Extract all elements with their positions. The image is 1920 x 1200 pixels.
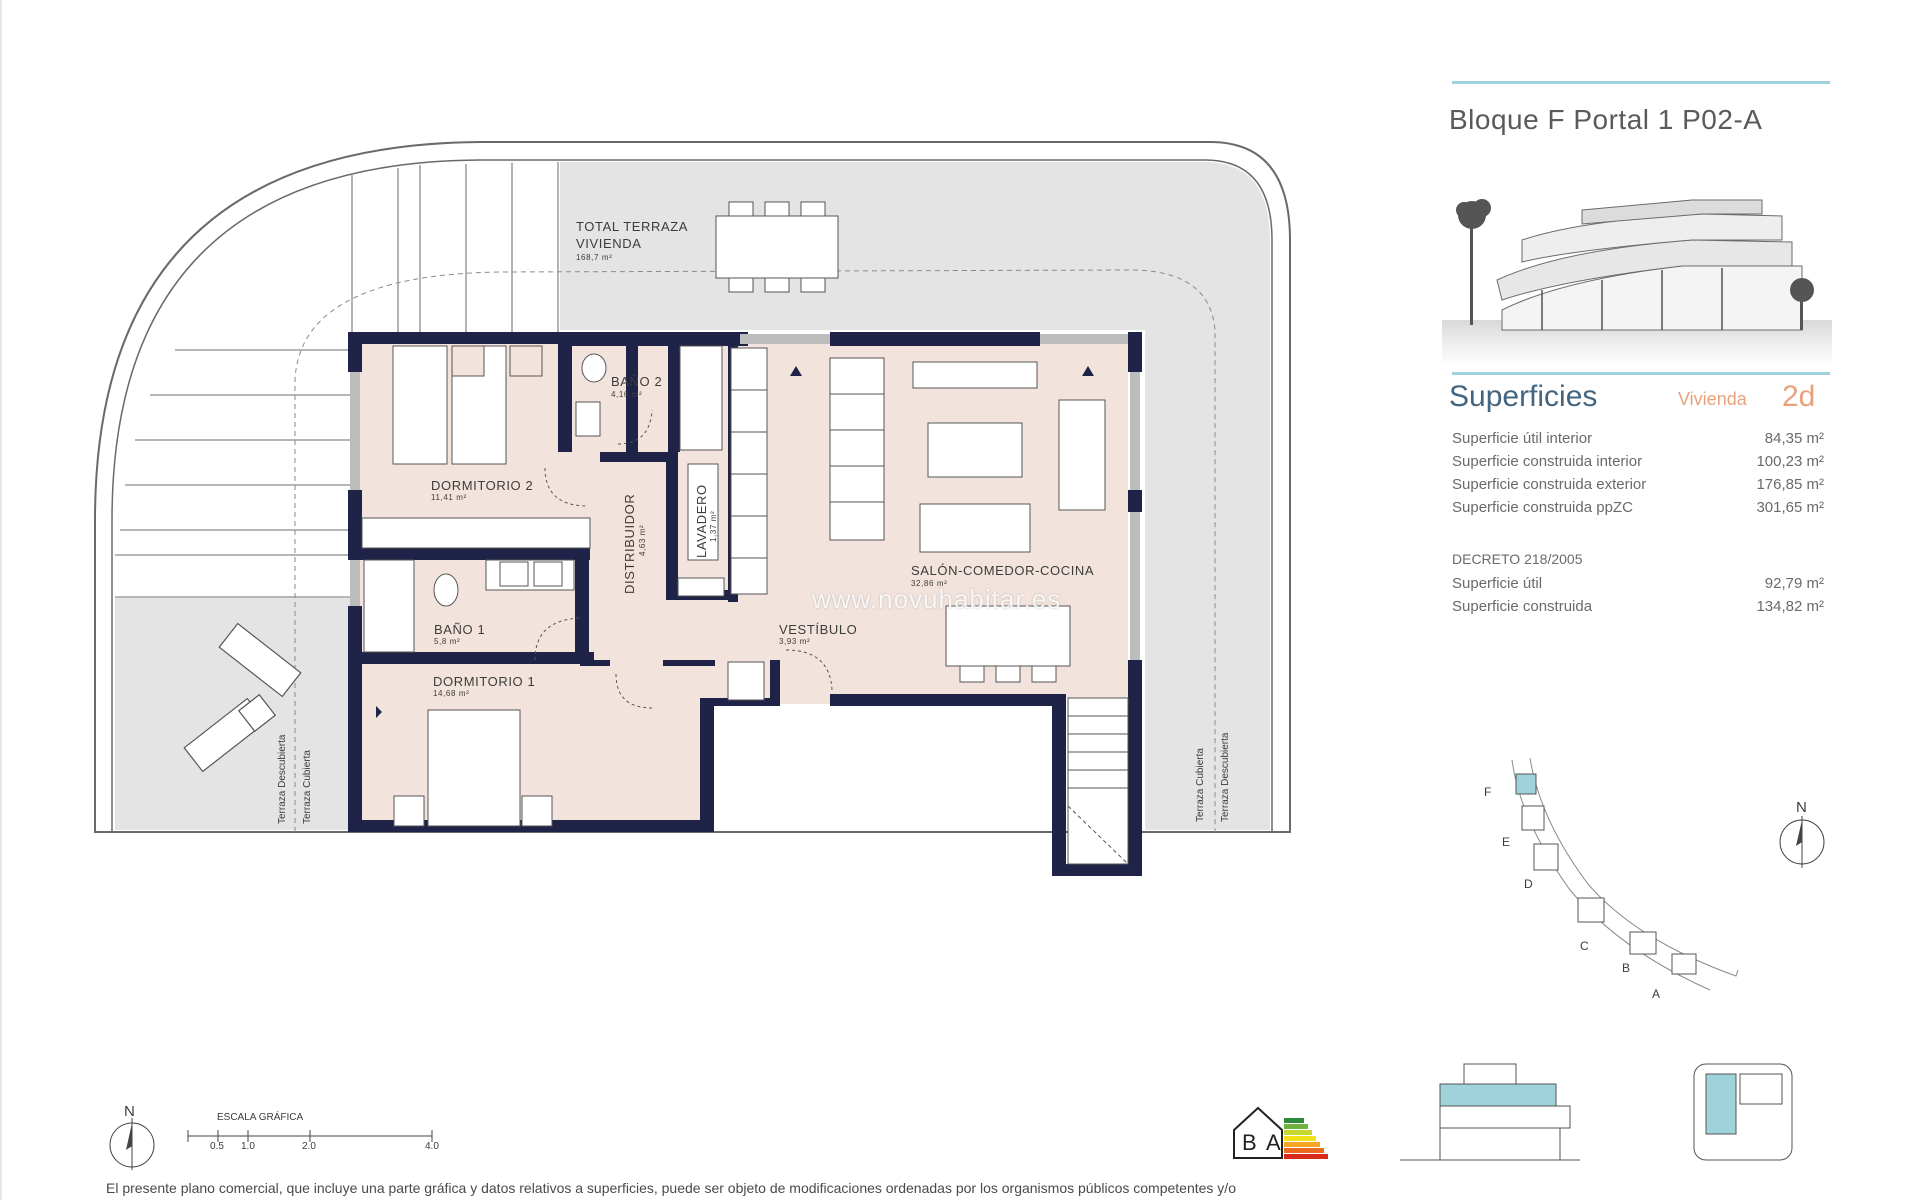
surface-value: 301,65 m² bbox=[1756, 499, 1824, 516]
surface-value: 176,85 m² bbox=[1756, 476, 1824, 493]
scale-tick-3: 4.0 bbox=[425, 1141, 439, 1152]
energy-letter-b: B bbox=[1242, 1130, 1257, 1155]
terrace-label-right-outer: Terraza Descubierta bbox=[1220, 732, 1231, 822]
unit-title: Bloque F Portal 1 P02-A bbox=[1449, 104, 1763, 135]
room-area-distribuidor: 4,63 m² bbox=[638, 525, 647, 556]
site-block-d: D bbox=[1524, 877, 1533, 891]
scale-tick-1: 1.0 bbox=[241, 1141, 255, 1152]
surface-label: Superficie construida exterior bbox=[1452, 476, 1647, 493]
room-area-dormitorio-1: 14,68 m² bbox=[433, 689, 469, 698]
room-name-dormitorio-1: DORMITORIO 1 bbox=[433, 674, 535, 689]
surface-value: 84,35 m² bbox=[1764, 430, 1824, 447]
building-sketch-image bbox=[1442, 199, 1832, 365]
site-block-f: F bbox=[1484, 785, 1491, 799]
room-name-dormitorio-2: DORMITORIO 2 bbox=[431, 478, 533, 493]
decreto-row: Superficie útil 92,79 m² bbox=[1452, 575, 1824, 592]
staircase bbox=[1067, 697, 1129, 865]
site-block-e: E bbox=[1502, 835, 1510, 849]
decreto-title: DECRETO 218/2005 bbox=[1452, 551, 1583, 567]
surface-row: Superficie construida ppZC 301,65 m² bbox=[1452, 499, 1824, 516]
decreto-value: 92,79 m² bbox=[1764, 575, 1824, 592]
room-name-bano-1: BAÑO 1 bbox=[434, 622, 485, 637]
room-area-bano-2: 4,16 m² bbox=[611, 390, 642, 399]
surface-row: Superficie útil interior 84,35 m² bbox=[1452, 430, 1824, 447]
surface-value: 100,23 m² bbox=[1756, 453, 1824, 470]
disclaimer-text: El presente plano comercial, que incluye… bbox=[106, 1180, 1236, 1196]
room-area-vestibulo: 3,93 m² bbox=[779, 637, 810, 646]
terrace-uncovered-right bbox=[560, 162, 1270, 830]
surface-row: Superficie construida exterior 176,85 m² bbox=[1452, 476, 1824, 493]
sun-loungers bbox=[183, 622, 302, 773]
site-north-icon bbox=[1779, 816, 1825, 868]
terrace-area: 168,7 m² bbox=[576, 253, 612, 262]
decreto-label: Superficie construida bbox=[1452, 598, 1593, 615]
superficies-title: Superficies bbox=[1449, 380, 1598, 413]
north-compass-icon bbox=[109, 1118, 155, 1170]
site-plan: F E D C B A N bbox=[1484, 757, 1825, 1001]
scale-title: ESCALA GRÁFICA bbox=[217, 1110, 303, 1123]
surface-label: Superficie construida ppZC bbox=[1452, 499, 1633, 516]
surface-label: Superficie útil interior bbox=[1452, 430, 1593, 447]
surface-row: Superficie construida interior 100,23 m² bbox=[1452, 453, 1824, 470]
energy-letter-a: A bbox=[1266, 1130, 1281, 1155]
site-block-c: C bbox=[1580, 939, 1589, 953]
room-area-salon: 32,86 m² bbox=[911, 579, 947, 588]
room-name-bano-2: BAÑO 2 bbox=[611, 374, 662, 389]
decreto-value: 134,82 m² bbox=[1756, 598, 1824, 615]
room-name-salon: SALÓN-COMEDOR-COCINA bbox=[911, 563, 1094, 578]
north-label: N bbox=[124, 1103, 135, 1120]
room-area-bano-1: 5,8 m² bbox=[434, 637, 460, 646]
elevation-key-icon bbox=[1400, 1063, 1793, 1161]
terrace-title-2: VIVIENDA bbox=[576, 236, 641, 251]
room-name-lavadero: LAVADERO bbox=[694, 484, 709, 558]
top-accent-line bbox=[1452, 81, 1830, 84]
terrace-label-left-inner: Terraza Cubierta bbox=[302, 750, 313, 824]
surface-label: Superficie construida interior bbox=[1452, 453, 1643, 470]
vivienda-code: 2d bbox=[1782, 380, 1816, 413]
scale-bar bbox=[187, 1130, 433, 1142]
floor-plan: TOTAL TERRAZA VIVIENDA 168,7 m² DORMITOR… bbox=[0, 0, 1328, 1200]
decreto-row: Superficie construida 134,82 m² bbox=[1452, 598, 1824, 615]
vivienda-label: Vivienda bbox=[1678, 389, 1747, 409]
site-block-b: B bbox=[1622, 961, 1630, 975]
terrace-title-1: TOTAL TERRAZA bbox=[576, 219, 688, 234]
energy-label-icon bbox=[1233, 1106, 1328, 1159]
scale-tick-0: 0.5 bbox=[210, 1141, 224, 1152]
terrace-table bbox=[715, 201, 839, 293]
mid-accent-line bbox=[1452, 372, 1830, 375]
room-name-vestibulo: VESTÍBULO bbox=[779, 622, 857, 637]
room-name-distribuidor: DISTRIBUIDOR bbox=[622, 494, 637, 594]
room-area-lavadero: 1,37 m² bbox=[709, 511, 718, 542]
watermark: www.novuhabitar.es bbox=[812, 584, 1062, 614]
site-block-a: A bbox=[1652, 987, 1660, 1001]
room-area-dormitorio-2: 11,41 m² bbox=[431, 493, 467, 502]
scale-tick-2: 2.0 bbox=[302, 1141, 316, 1152]
terrace-label-left-outer: Terraza Descubierta bbox=[277, 734, 288, 824]
site-north-label: N bbox=[1796, 799, 1807, 816]
decreto-label: Superficie útil bbox=[1452, 575, 1543, 592]
terrace-label-right-inner: Terraza Cubierta bbox=[1195, 748, 1206, 822]
